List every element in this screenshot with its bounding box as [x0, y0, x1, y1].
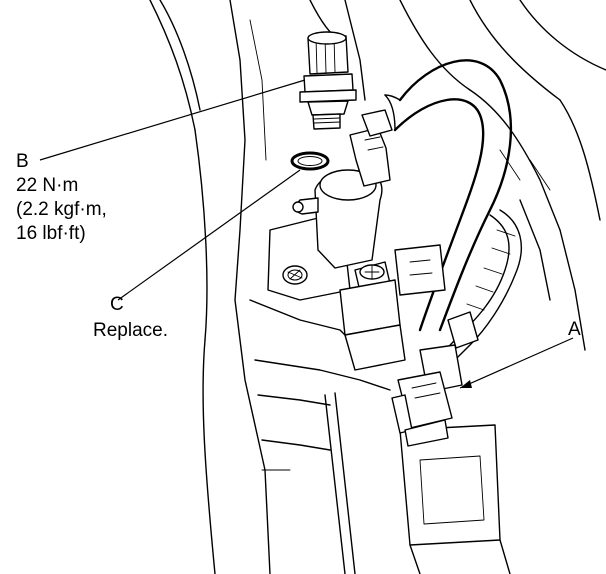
callout-b-torque-nm: 22 N·m	[16, 175, 79, 196]
callout-c-letter: C	[110, 294, 124, 315]
callout-b-torque-kgf: (2.2 kgf·m,	[16, 199, 107, 220]
leader-b	[39, 79, 306, 161]
engine-housing	[149, 0, 606, 574]
callout-b-letter: B	[16, 151, 29, 172]
leader-c	[117, 169, 301, 301]
leader-a-arrow	[460, 380, 472, 388]
leader-lines	[39, 79, 574, 389]
callout-b-torque-lbf: 16 lbf·ft)	[16, 223, 86, 244]
o-ring-c	[290, 151, 330, 171]
pressure-switch-b	[299, 31, 357, 130]
callout-c-note: Replace.	[93, 320, 168, 341]
callout-a-letter: A	[568, 319, 581, 340]
leader-a	[459, 337, 574, 389]
valve-body	[267, 109, 446, 371]
connector-a	[391, 344, 463, 447]
